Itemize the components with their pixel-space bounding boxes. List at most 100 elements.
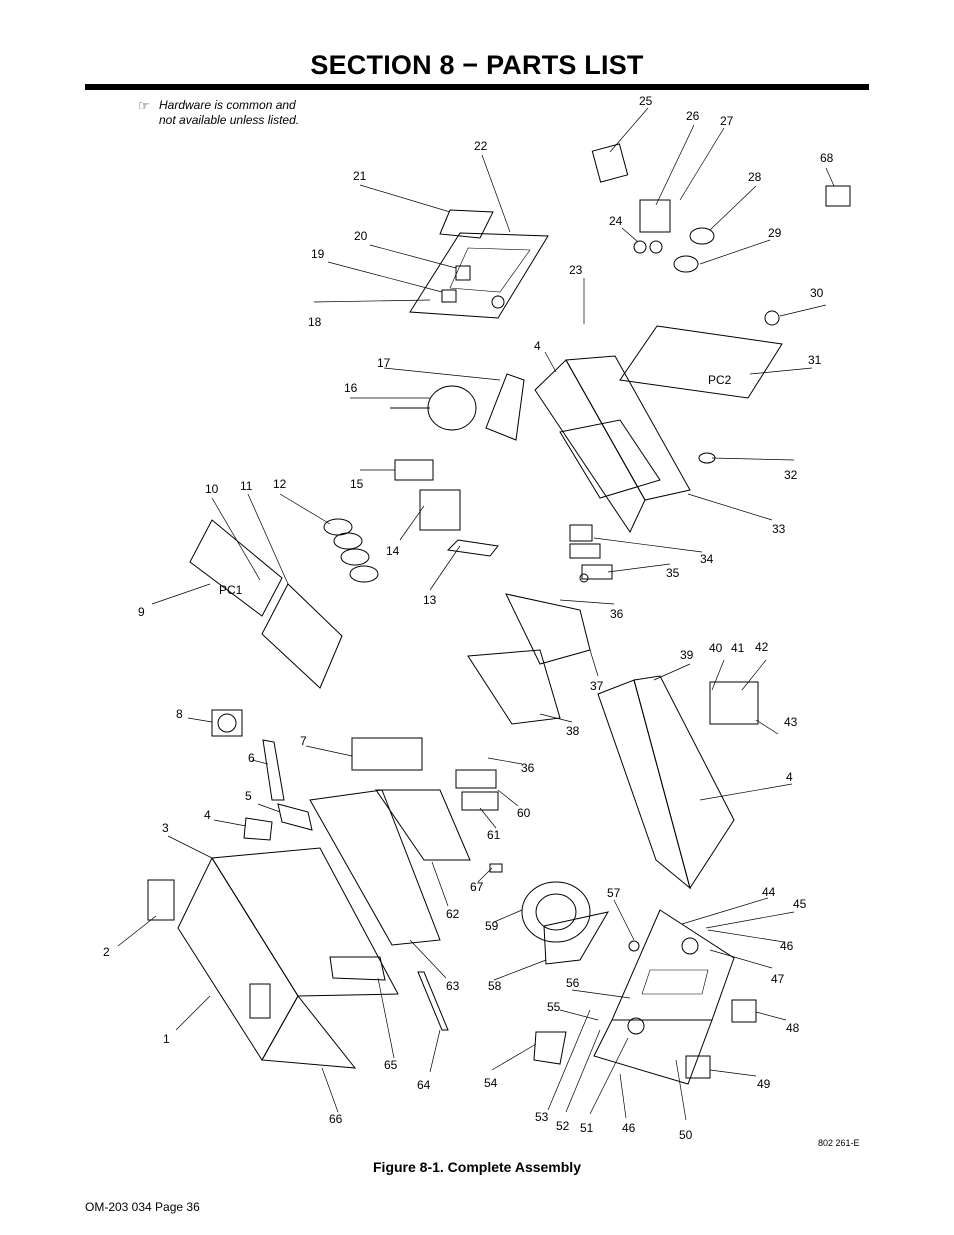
connector-part (731, 999, 757, 1023)
callout-label: 19 (311, 247, 325, 261)
callout-label: 53 (535, 1110, 549, 1124)
wrapper-top-part (211, 847, 399, 997)
callout-label: 62 (446, 907, 460, 921)
callout-label: 52 (556, 1119, 570, 1133)
rectifier-part (351, 737, 423, 771)
terminal-block-part (709, 681, 759, 725)
module-part (581, 564, 613, 580)
note-line: not available unless listed. (159, 113, 300, 127)
drawing-code: 802 261-E (818, 1138, 860, 1148)
fan-shroud-part (543, 911, 610, 965)
chassis-part (534, 359, 646, 534)
label-part (243, 817, 273, 841)
callout-label: 67 (470, 880, 484, 894)
pointing-hand-icon: ☞ (138, 98, 150, 113)
callout-label: 45 (793, 897, 807, 911)
pc2-board-part (619, 325, 783, 399)
callout-label: 4 (786, 770, 793, 784)
cord-plug-part (825, 185, 851, 207)
module-part (461, 791, 499, 811)
callout-label: 4 (534, 339, 541, 353)
callout-label: 12 (273, 477, 287, 491)
callout-label: 31 (808, 353, 822, 367)
callout-label: 10 (205, 482, 219, 496)
callout-label: 9 (138, 605, 145, 619)
heatsink-fins-part (467, 649, 561, 725)
connector-part (685, 1055, 711, 1079)
callout-label: 47 (771, 972, 785, 986)
callout-label: 14 (386, 544, 400, 558)
callout-label: 38 (566, 724, 580, 738)
chassis-part (565, 355, 691, 501)
callout-label: 63 (446, 979, 460, 993)
callout-label: 30 (810, 286, 824, 300)
coil-part (394, 459, 434, 481)
callout-label: 21 (353, 169, 367, 183)
handle-part (147, 879, 175, 921)
callout-label: 6 (248, 751, 255, 765)
callout-label: 68 (820, 151, 834, 165)
callout-label: 65 (384, 1058, 398, 1072)
bracket-part (261, 583, 343, 689)
callout-label: 46 (780, 939, 794, 953)
note-line: Hardware is common and (159, 98, 296, 112)
callout-label: 32 (784, 468, 798, 482)
fan-motor-part (427, 385, 477, 431)
leader-lines (117, 107, 835, 1121)
module-part (455, 769, 497, 789)
callout-label: 36 (521, 761, 535, 775)
callout-label: 58 (488, 979, 502, 993)
fan-blade-part (217, 713, 237, 733)
callout-label: 64 (417, 1078, 431, 1092)
capacitor-part (333, 532, 363, 550)
callout-label: 33 (772, 522, 786, 536)
hole-part (491, 295, 505, 309)
capacitor-part (349, 565, 379, 583)
strap-part (417, 971, 449, 1031)
board-label-pc1: PC1 (219, 583, 243, 597)
callout-label: 51 (580, 1121, 594, 1135)
capacitor-part (340, 548, 370, 566)
transformer-part (419, 489, 461, 531)
callout-label: 28 (748, 170, 762, 184)
callout-labels: 1 2 3 4 4 4 5 6 7 8 9 10 11 12 13 14 15 … (103, 94, 834, 1142)
pc1-board-part (189, 519, 283, 617)
boot-part (533, 1031, 567, 1065)
callout-label: 36 (610, 607, 624, 621)
callout-label: 15 (350, 477, 364, 491)
switch-part (441, 289, 457, 303)
relay-part (455, 265, 471, 281)
knob-part (649, 240, 663, 254)
callout-label: 61 (487, 828, 501, 842)
callout-label: 40 (709, 641, 723, 655)
callout-label: 29 (768, 226, 782, 240)
callout-label: 49 (757, 1077, 771, 1091)
clip-part (489, 863, 503, 873)
label-part (329, 956, 386, 981)
callout-label: 5 (245, 789, 252, 803)
choke-part (639, 199, 671, 233)
callout-label: 59 (485, 919, 499, 933)
wrapper-side-part (177, 856, 299, 1061)
handle-part (249, 983, 271, 1019)
knob-part (628, 940, 640, 952)
callout-label: 66 (329, 1112, 343, 1126)
insulator-part (277, 803, 313, 831)
callout-label: 7 (300, 734, 307, 748)
transformer-part (591, 143, 629, 183)
callout-label: 2 (103, 945, 110, 959)
callout-label: 54 (484, 1076, 498, 1090)
callout-label: 37 (590, 679, 604, 693)
callout-label: 50 (679, 1128, 693, 1142)
callout-label: 35 (666, 566, 680, 580)
top-cover-part (409, 232, 549, 319)
callout-label: 13 (423, 593, 437, 607)
vent-grille-part (641, 969, 709, 995)
callout-label: 46 (622, 1121, 636, 1135)
callout-label: 26 (686, 109, 700, 123)
fan-part (211, 709, 243, 737)
callout-label: 44 (762, 885, 776, 899)
page-footer: OM-203 034 Page 36 (85, 1200, 200, 1214)
callout-label: 39 (680, 648, 694, 662)
